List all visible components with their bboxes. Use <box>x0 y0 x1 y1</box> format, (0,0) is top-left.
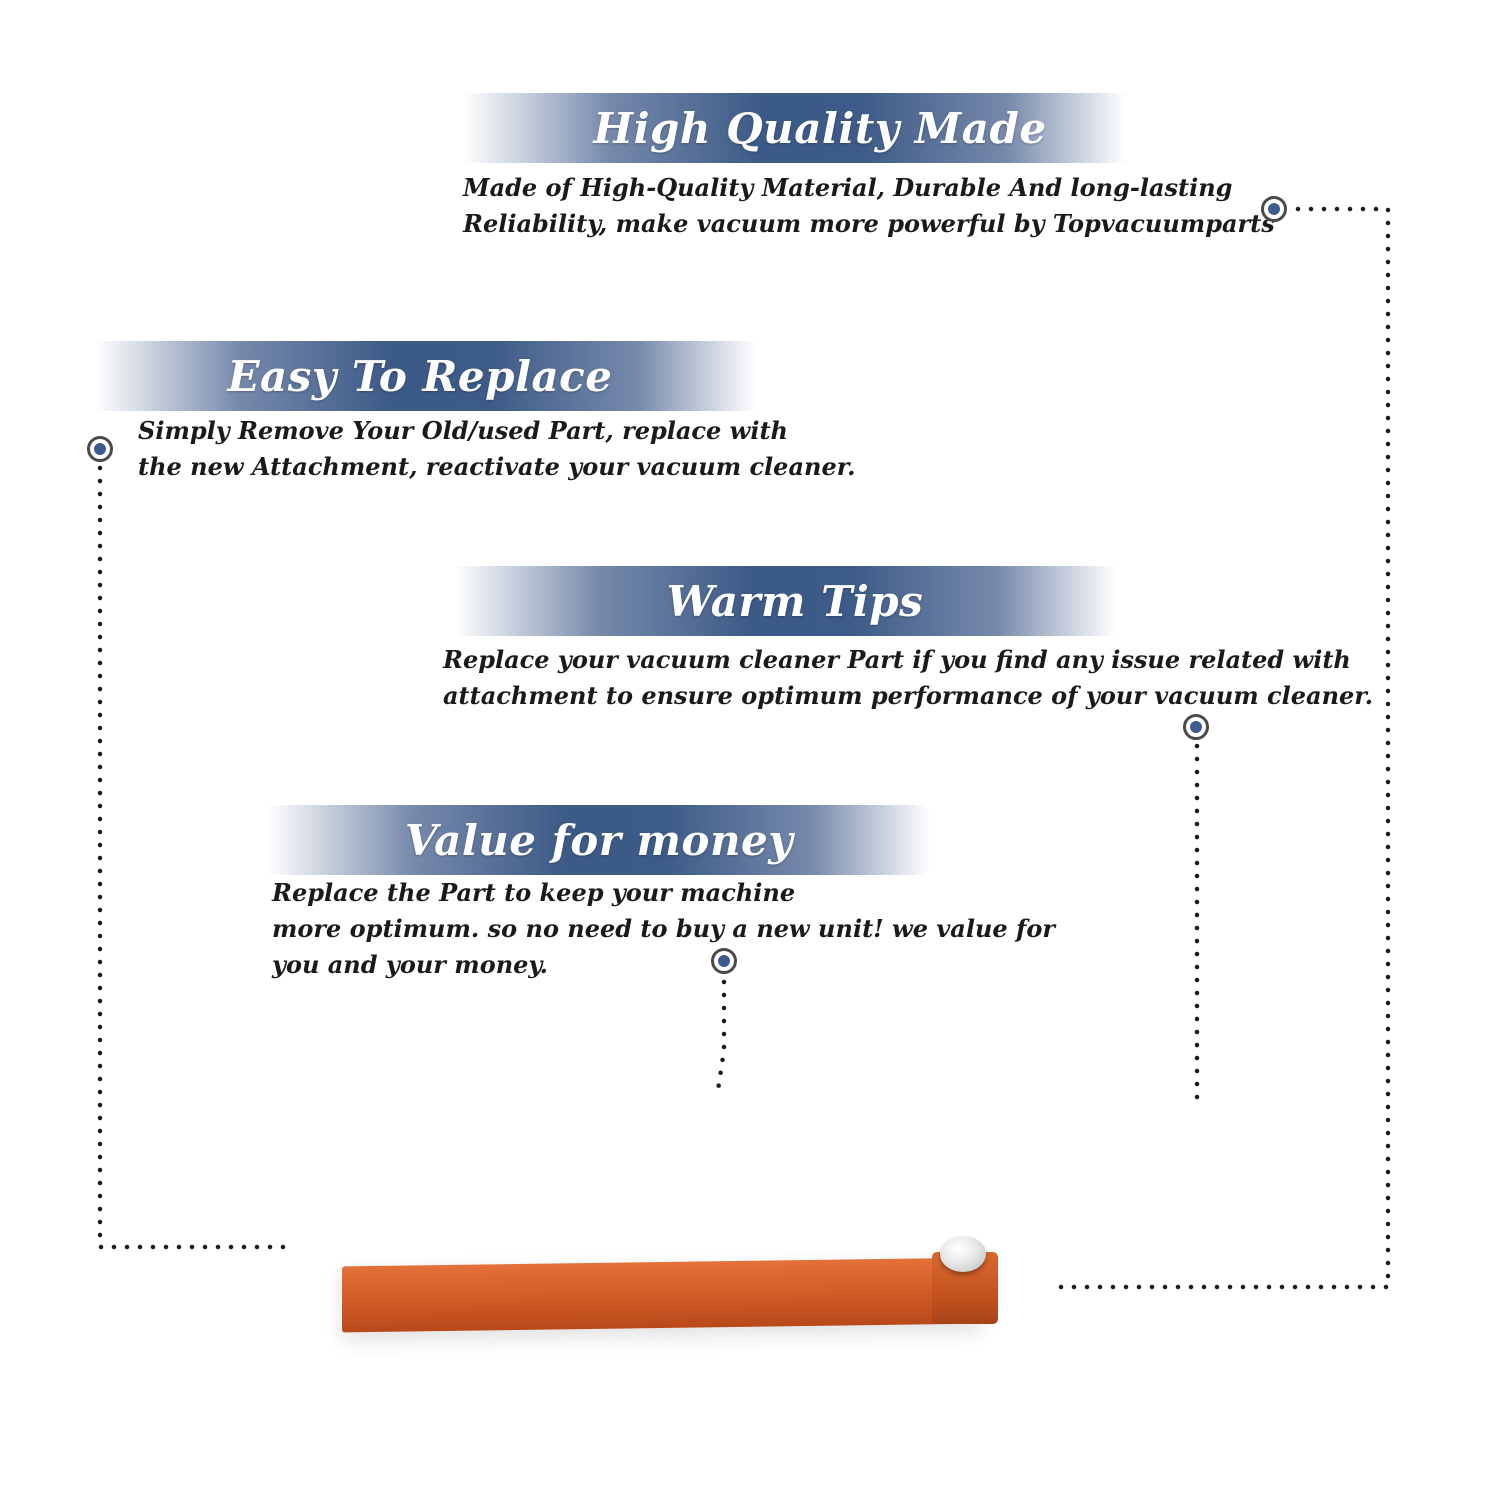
description-line: Made of High-Quality Material, Durable A… <box>463 173 1233 202</box>
description-easy-to-replace: Simply Remove Your Old/used Part, replac… <box>138 413 856 485</box>
description-line: Replace the Part to keep your machine <box>272 878 796 907</box>
description-line: Replace your vacuum cleaner Part if you … <box>443 645 1351 674</box>
marker-dot-icon <box>1261 196 1287 222</box>
description-warm-tips: Replace your vacuum cleaner Part if you … <box>443 642 1373 714</box>
banner-easy-to-replace: Easy To Replace <box>94 341 756 411</box>
description-value-for-money: Replace the Part to keep your machine mo… <box>272 875 1055 983</box>
description-line: Reliability, make vacuum more powerful b… <box>463 209 1275 238</box>
description-high-quality-made: Made of High-Quality Material, Durable A… <box>463 170 1275 242</box>
marker-dot-icon <box>1183 714 1209 740</box>
section-title: High Quality Made <box>593 103 1047 153</box>
section-title: Warm Tips <box>666 576 924 626</box>
banner-value-for-money: Value for money <box>268 805 930 875</box>
connector-value <box>715 979 727 1093</box>
rod-white-cap <box>940 1236 986 1272</box>
marker-dot-icon <box>711 948 737 974</box>
banner-warm-tips: Warm Tips <box>454 566 1116 636</box>
description-line: the new Attachment, reactivate your vacu… <box>138 452 856 481</box>
section-title: Easy To Replace <box>227 351 613 401</box>
marker-dot-icon <box>87 436 113 462</box>
description-line: more optimum. so no need to buy a new un… <box>272 914 1055 943</box>
banner-high-quality-made: High Quality Made <box>464 93 1126 163</box>
orange-rod <box>342 1257 982 1333</box>
description-line: you and your money. <box>272 950 548 979</box>
connector-high-quality <box>1045 206 1391 1290</box>
description-line: Simply Remove Your Old/used Part, replac… <box>138 416 788 445</box>
connector-easy-replace <box>97 465 299 1250</box>
description-line: attachment to ensure optimum performance… <box>443 681 1374 710</box>
section-title: Value for money <box>404 815 794 865</box>
